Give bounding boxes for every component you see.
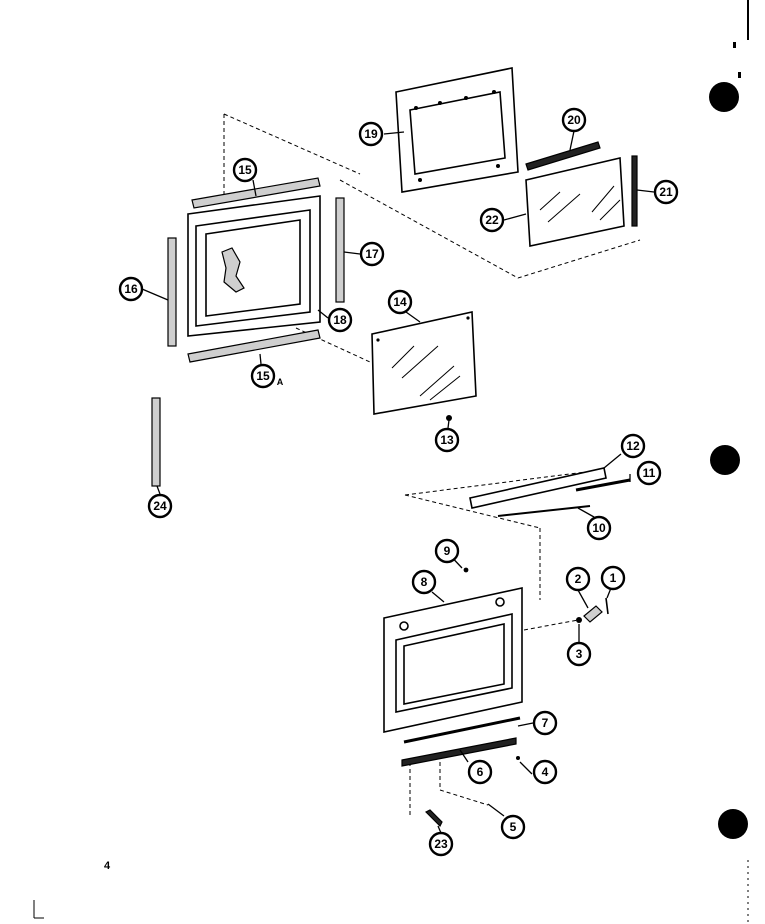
callout-1: 1 xyxy=(600,565,626,591)
callout-22-label: 22 xyxy=(485,213,499,227)
callout-4: 4 xyxy=(532,759,558,785)
callout-23: 23 xyxy=(428,831,454,857)
part-2-handle-clip xyxy=(583,605,603,623)
part-11-strip xyxy=(575,478,631,492)
part-8-lower-frame xyxy=(383,587,523,733)
callout-18-label: 18 xyxy=(333,313,347,327)
callout-8-label: 8 xyxy=(421,575,428,589)
callout-3: 3 xyxy=(566,641,592,667)
callout-7-label: 7 xyxy=(542,716,549,730)
callout-9-label: 9 xyxy=(444,544,451,558)
part-19-trim-frame xyxy=(395,67,519,193)
callout-19: 19 xyxy=(358,121,384,147)
binder-hole-bottom xyxy=(718,809,748,839)
callout-23-label: 23 xyxy=(434,837,448,851)
part-22-outer-glass xyxy=(525,157,625,247)
part-1-pin xyxy=(605,597,609,615)
part-14-inner-glass xyxy=(371,311,477,415)
callout-16-label: 16 xyxy=(124,282,138,296)
binder-hole-middle xyxy=(710,445,740,475)
part-12-vent-panel xyxy=(469,467,607,509)
callout-11: 11 xyxy=(636,460,662,486)
callout-12-label: 12 xyxy=(626,439,640,453)
callout-21: 21 xyxy=(653,179,679,205)
callout-15a-label: 15 xyxy=(256,369,270,383)
binder-hole-top xyxy=(709,82,739,112)
callout-17: 17 xyxy=(359,241,385,267)
callout-9: 9 xyxy=(434,538,460,564)
assembly-dashed-lines xyxy=(223,113,641,815)
part-21-side-channel xyxy=(631,155,638,227)
callout-3-label: 3 xyxy=(576,647,583,661)
callout-13-label: 13 xyxy=(440,433,454,447)
callout-10: 10 xyxy=(586,515,612,541)
callout-4-label: 4 xyxy=(542,765,549,779)
callout-17-label: 17 xyxy=(365,247,379,261)
part-6-bottom-channel xyxy=(401,737,517,767)
part-9-screw xyxy=(463,567,469,573)
part-10-strip xyxy=(497,505,591,517)
callout-22: 22 xyxy=(479,207,505,233)
part-24-strip xyxy=(151,397,161,487)
callout-16: 16 xyxy=(118,276,144,302)
part-16-side-trim xyxy=(167,237,177,347)
callout-19-label: 19 xyxy=(364,127,378,141)
callout-15a: 15 A xyxy=(250,363,284,389)
callout-10-label: 10 xyxy=(592,521,606,535)
callout-24: 24 xyxy=(147,493,173,519)
part-23-screw xyxy=(424,809,443,828)
callout-8: 8 xyxy=(411,569,437,595)
callout-24-label: 24 xyxy=(153,499,167,513)
callout-5: 5 xyxy=(500,814,526,840)
callout-15-label: 15 xyxy=(238,163,252,177)
callout-1-label: 1 xyxy=(610,571,617,585)
callout-6-label: 6 xyxy=(477,765,484,779)
part-17-hinge-channel xyxy=(335,197,345,303)
part-15a-bottom-channel xyxy=(187,329,321,363)
callout-2: 2 xyxy=(565,566,591,592)
callout-14-label: 14 xyxy=(393,295,407,309)
callout-15: 15 xyxy=(232,157,258,183)
callout-15a-suffix: A xyxy=(277,377,284,387)
part-20-channel xyxy=(525,141,601,171)
part-7-strip xyxy=(403,716,521,744)
callout-21-label: 21 xyxy=(659,185,673,199)
part-13-screw xyxy=(446,415,452,421)
part-3-screw xyxy=(576,617,582,623)
callout-11-label: 11 xyxy=(643,466,656,480)
callout-12: 12 xyxy=(620,433,646,459)
part-4-screw xyxy=(516,756,520,760)
callout-13: 13 xyxy=(434,427,460,453)
callout-18: 18 xyxy=(327,307,353,333)
callout-5-label: 5 xyxy=(510,820,517,834)
page-number: 4 xyxy=(104,860,111,872)
callout-7: 7 xyxy=(532,710,558,736)
callout-20: 20 xyxy=(561,107,587,133)
callout-14: 14 xyxy=(387,289,413,315)
callout-2-label: 2 xyxy=(575,572,582,586)
door-inner-frame xyxy=(187,195,321,337)
callout-6: 6 xyxy=(467,759,493,785)
callout-20-label: 20 xyxy=(567,113,581,127)
scan-edge-marks xyxy=(33,0,749,924)
leader-lines xyxy=(141,130,655,834)
